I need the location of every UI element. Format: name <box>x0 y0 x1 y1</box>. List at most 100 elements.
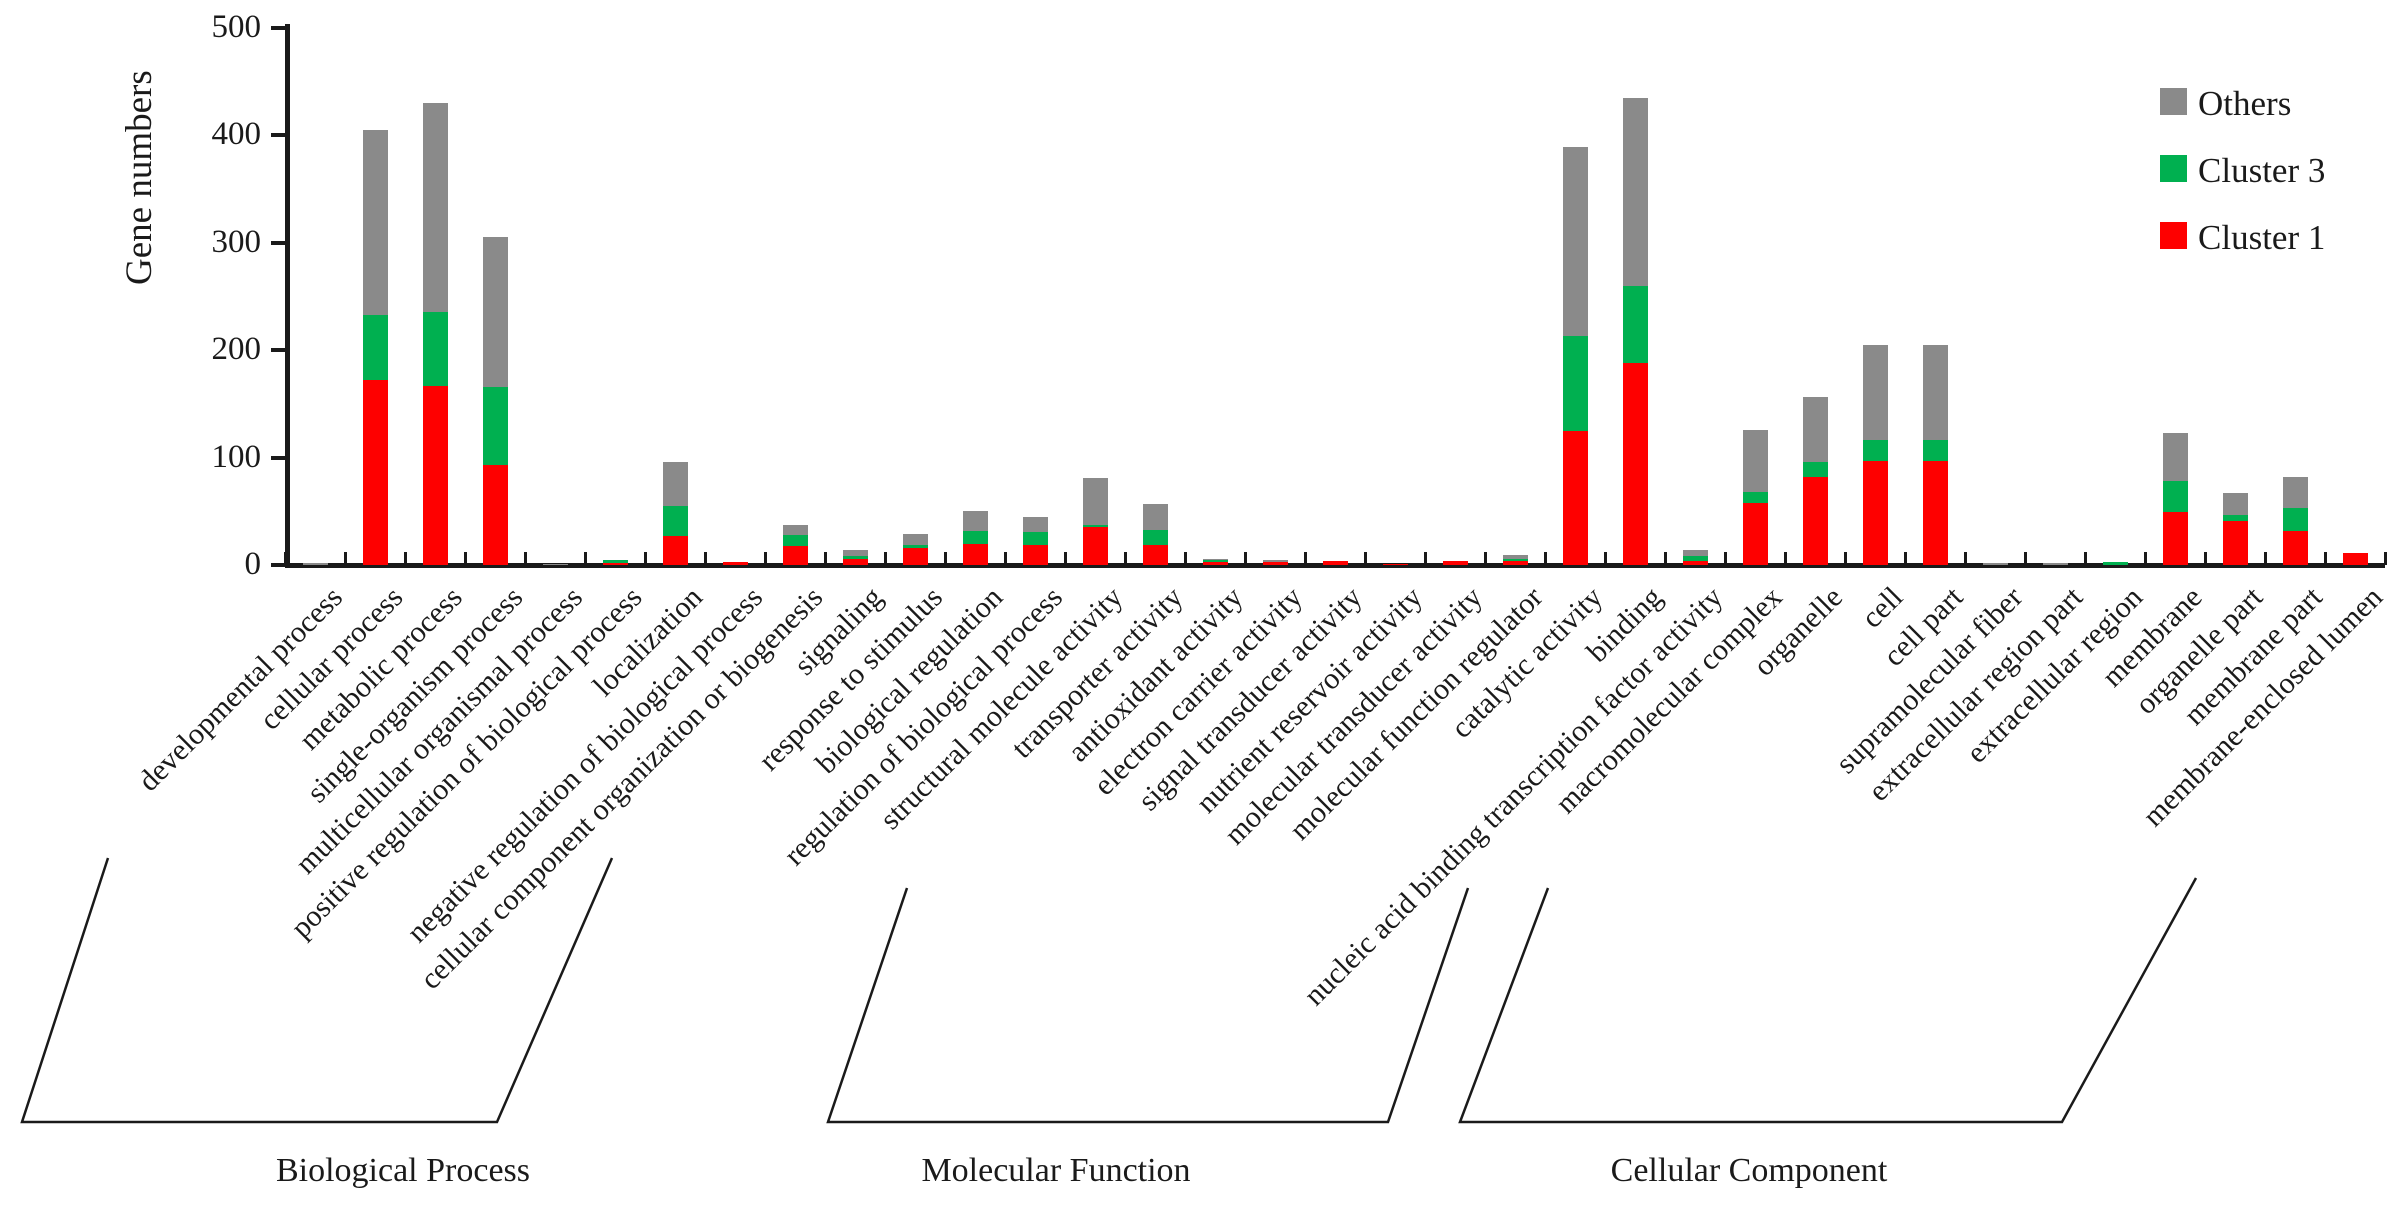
bar-segment-others <box>1922 344 1948 441</box>
bar-segment-cluster-1 <box>1862 460 1888 565</box>
bar-segment-cluster-1 <box>842 558 868 565</box>
x-tick-mark <box>1604 552 1607 565</box>
x-tick-mark <box>2204 552 2207 565</box>
bar-segment-cluster-3 <box>1682 556 1708 561</box>
bar-segment-cluster-1 <box>1202 561 1228 565</box>
bar-segment-cluster-3 <box>602 559 628 563</box>
bar-segment-cluster-3 <box>1862 440 1888 461</box>
bar-segment-cluster-1 <box>962 543 988 565</box>
bar-segment-cluster-1 <box>1382 563 1408 565</box>
bar-segment-cluster-3 <box>1022 531 1048 545</box>
x-tick-mark <box>1124 552 1127 565</box>
legend-swatch-others <box>2160 88 2187 115</box>
bar-segment-others <box>2282 476 2308 509</box>
bar-segment-cluster-3 <box>1082 525 1108 528</box>
y-tick-label: 400 <box>211 116 262 153</box>
bar-segment-cluster-3 <box>2102 561 2128 565</box>
bar-segment-cluster-3 <box>1202 559 1228 562</box>
x-tick-mark <box>2324 552 2327 565</box>
x-tick-mark <box>1964 552 1967 565</box>
x-tick-mark <box>404 552 407 565</box>
x-tick-mark <box>464 552 467 565</box>
x-tick-mark <box>584 552 587 565</box>
bar-segment-others <box>1622 97 1648 286</box>
x-tick-mark <box>1244 552 1247 565</box>
y-tick-label: 300 <box>211 223 262 260</box>
x-tick-mark <box>1784 552 1787 565</box>
bar-segment-others <box>1202 558 1228 560</box>
group-caption: Molecular Function <box>921 1152 1191 1189</box>
x-tick-mark <box>1004 552 1007 565</box>
bar-segment-others <box>422 103 448 312</box>
bar-segment-cluster-1 <box>1742 502 1768 565</box>
x-tick-mark <box>1064 552 1067 565</box>
x-tick-mark <box>344 552 347 565</box>
x-tick-mark <box>1664 552 1667 565</box>
bar-segment-cluster-1 <box>1262 561 1288 565</box>
bar-segment-cluster-1 <box>1622 363 1648 565</box>
group-caption: Biological Process <box>275 1152 531 1189</box>
bar-segment-cluster-1 <box>1442 560 1468 565</box>
bar-segment-others <box>1802 397 1828 462</box>
bar-segment-cluster-1 <box>2342 553 2368 565</box>
bar-segment-cluster-3 <box>962 530 988 544</box>
y-tick-label: 100 <box>211 438 262 475</box>
bracket-line <box>20 857 614 1124</box>
bar-segment-cluster-3 <box>2282 508 2308 531</box>
bar-segment-others <box>902 533 928 545</box>
bar-segment-cluster-1 <box>2162 512 2188 565</box>
bar-segment-cluster-3 <box>1562 336 1588 431</box>
x-tick-mark <box>524 552 527 565</box>
legend-label: Cluster 3 <box>2198 151 2326 190</box>
bar-segment-others <box>962 511 988 531</box>
x-tick-mark <box>1544 552 1547 565</box>
x-tick-mark <box>1844 552 1847 565</box>
bar-segment-cluster-1 <box>2222 520 2248 565</box>
bar-segment-others <box>2162 432 2188 482</box>
y-tick-mark <box>271 563 285 567</box>
y-tick-label: 200 <box>211 331 262 368</box>
x-tick-mark <box>2084 552 2087 565</box>
bar-segment-cluster-1 <box>722 561 748 565</box>
bar-segment-cluster-3 <box>362 314 388 381</box>
x-tick-mark <box>1304 552 1307 565</box>
bar-segment-others <box>1262 559 1288 562</box>
legend-swatch-cluster-1 <box>2160 222 2187 249</box>
y-tick-label: 500 <box>211 9 262 45</box>
bar-segment-cluster-1 <box>782 545 808 565</box>
x-tick-mark <box>704 552 707 565</box>
x-axis-line <box>285 563 2385 568</box>
legend-label: Cluster 1 <box>2198 218 2326 257</box>
bar-segment-cluster-1 <box>1082 527 1108 565</box>
bar-segment-others <box>542 563 568 565</box>
y-tick-mark <box>271 133 285 138</box>
bar-segment-cluster-1 <box>1502 560 1528 565</box>
bar-segment-cluster-1 <box>1922 460 1948 565</box>
bar-segment-others <box>1142 503 1168 530</box>
bar-segment-cluster-3 <box>482 386 508 466</box>
bar-segment-cluster-3 <box>2222 514 2248 521</box>
bar-segment-cluster-1 <box>1802 476 1828 565</box>
x-tick-mark <box>2144 552 2147 565</box>
bar-segment-cluster-3 <box>1922 440 1948 461</box>
x-tick-mark <box>1904 552 1907 565</box>
bar-segment-cluster-3 <box>902 544 928 548</box>
bar-segment-others <box>1562 147 1588 337</box>
bar-segment-others <box>2222 493 2248 515</box>
x-tick-mark <box>2024 552 2027 565</box>
y-axis-line <box>285 24 290 567</box>
x-tick-mark <box>1364 552 1367 565</box>
bar-segment-cluster-1 <box>1142 544 1168 565</box>
bar-segment-cluster-1 <box>482 465 508 565</box>
x-tick-mark <box>824 552 827 565</box>
x-tick-mark <box>884 552 887 565</box>
bar-segment-cluster-1 <box>1322 560 1348 565</box>
bar-segment-cluster-3 <box>1802 461 1828 477</box>
bar-segment-cluster-1 <box>362 380 388 565</box>
bar-segment-others <box>1862 344 1888 441</box>
bar-segment-cluster-1 <box>902 547 928 565</box>
bar-segment-others <box>1082 478 1108 526</box>
bar-segment-cluster-3 <box>2162 481 2188 513</box>
bar-segment-others <box>1022 516 1048 532</box>
